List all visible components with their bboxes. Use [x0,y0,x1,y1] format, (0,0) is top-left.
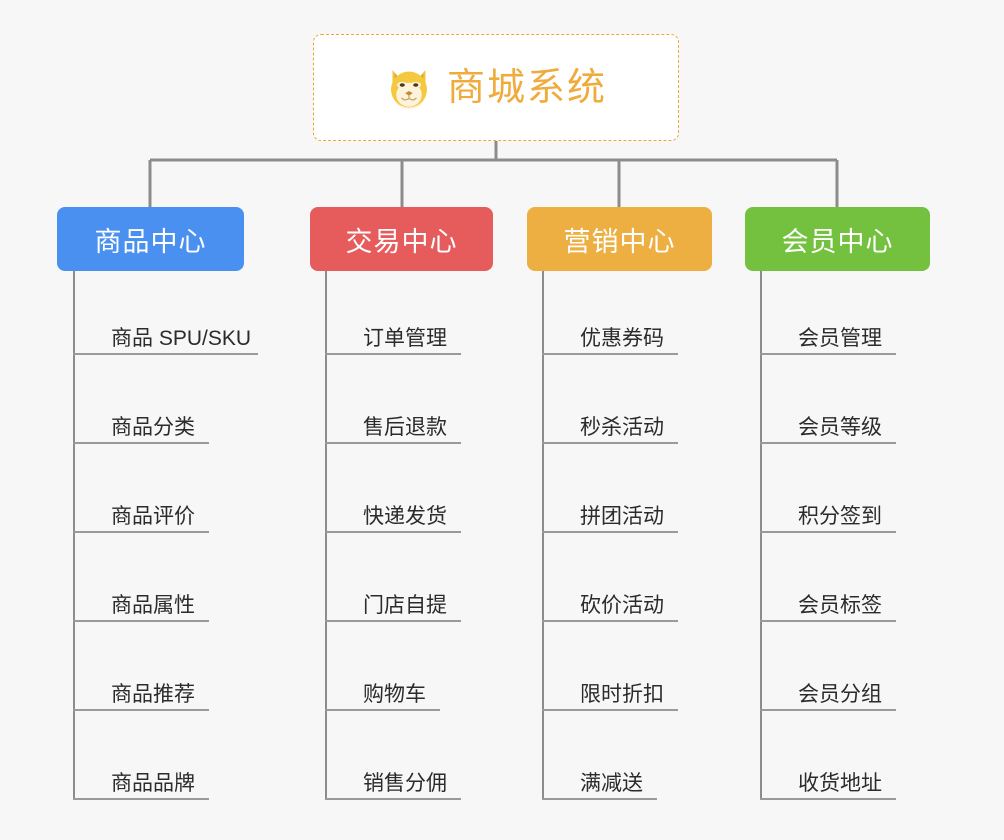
leaf-item-rule [325,442,461,444]
leaf-item-rule [760,798,896,800]
leaf-item-rule [760,353,896,355]
leaf-item-label: 满减送 [580,772,643,795]
leaf-item-label: 商品属性 [111,594,195,617]
leaf-item-label: 快递发货 [363,505,447,528]
leaf-item-rule [73,620,209,622]
leaf-item-label: 会员管理 [798,327,882,350]
leaf-item-rule [325,531,461,533]
leaf-item-label: 购物车 [363,683,426,706]
leaf-item-label: 商品 SPU/SKU [111,327,252,350]
leaf-item-label: 会员标签 [798,594,882,617]
leaf-item-rule [325,620,461,622]
root-title: 商城系统 [446,66,607,109]
leaf-item-rule [325,709,440,711]
leaf-item-rule [73,353,258,355]
leaf-item-rule [542,620,678,622]
root-node[interactable]: 商城系统 [313,34,679,141]
category-label: 商品中心 [94,226,207,257]
leaf-item-rule [542,709,678,711]
leaf-item-rule [325,798,461,800]
category-box-2[interactable]: 交易中心 [310,207,493,271]
leaf-item-label: 商品分类 [111,416,195,439]
leaf-item-rule [73,442,209,444]
leaf-item-rule [73,798,209,800]
shiba-dog-icon [385,64,433,112]
column-trunk-line [542,271,544,800]
leaf-item-rule [760,442,896,444]
leaf-item-rule [760,531,896,533]
column-trunk-line [760,271,762,800]
leaf-item-rule [73,531,209,533]
leaf-item-rule [760,620,896,622]
category-box-1[interactable]: 商品中心 [57,207,244,271]
leaf-item-label: 优惠券码 [580,327,664,350]
leaf-item-rule [542,442,678,444]
leaf-item-label: 商品推荐 [111,683,195,706]
leaf-item-rule [542,798,657,800]
leaf-item-label: 门店自提 [363,594,447,617]
leaf-item-label: 售后退款 [363,416,447,439]
category-label: 交易中心 [345,226,458,257]
leaf-item-rule [542,353,678,355]
leaf-item-label: 销售分佣 [363,772,447,795]
leaf-item-label: 积分签到 [798,505,882,528]
leaf-item-label: 砍价活动 [580,594,664,617]
column-trunk-line [73,271,75,800]
category-box-3[interactable]: 营销中心 [527,207,712,271]
leaf-item-rule [73,709,209,711]
leaf-item-label: 限时折扣 [580,683,664,706]
leaf-item-rule [760,709,896,711]
leaf-item-label: 收货地址 [798,772,882,795]
leaf-item-label: 秒杀活动 [580,416,664,439]
leaf-item-label: 会员分组 [798,683,882,706]
leaf-item-rule [325,353,461,355]
leaf-item-label: 拼团活动 [580,505,664,528]
leaf-item-label: 订单管理 [363,327,447,350]
column-trunk-line [325,271,327,800]
leaf-item-label: 商品评价 [111,505,195,528]
category-label: 会员中心 [781,226,894,257]
leaf-item-rule [542,531,678,533]
category-label: 营销中心 [563,226,676,257]
leaf-item-label: 会员等级 [798,416,882,439]
category-box-4[interactable]: 会员中心 [745,207,930,271]
leaf-item-label: 商品品牌 [111,772,195,795]
